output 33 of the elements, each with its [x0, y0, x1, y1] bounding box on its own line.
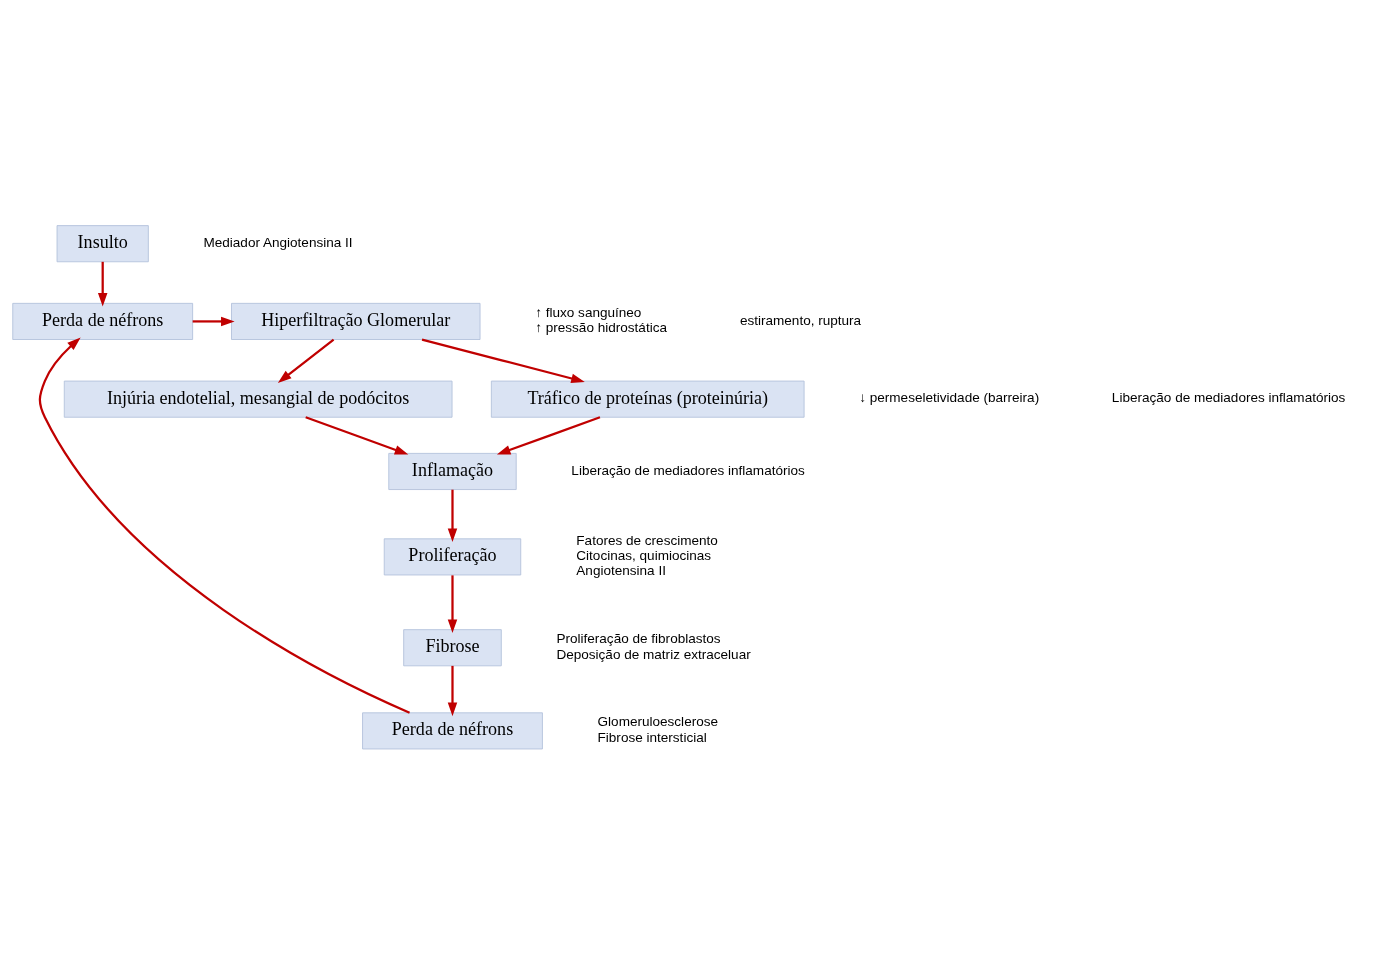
label: ↑ fluxo sanguíneo: [535, 304, 642, 320]
node-box: Proliferação: [383, 538, 522, 576]
label: Citocinas, quimiocinas: [576, 548, 712, 564]
label: Glomeruloesclerose: [597, 714, 719, 730]
label: Liberação de mediadores inflamatórios: [1111, 390, 1346, 406]
arrow: [277, 338, 335, 383]
label: estiramento, ruptura: [739, 312, 862, 328]
node-box: Perda de néfrons: [362, 712, 543, 750]
node-box: Perda de néfrons: [12, 302, 194, 340]
node-box: Fibrose: [403, 629, 502, 667]
node-box: Insulto: [56, 225, 149, 263]
arrow: [447, 575, 458, 633]
arrow: [447, 489, 458, 543]
label: Angiotensina II: [576, 563, 666, 579]
label: Proliferação de fibroblastos: [556, 631, 721, 647]
arrow: [192, 316, 235, 327]
label: Fibrose intersticial: [597, 729, 707, 745]
node-box: Injúria endotelial, mesangial de podócitos: [63, 380, 453, 418]
arrow: [305, 416, 409, 455]
label: ↓ permeseletividade (barreira): [859, 390, 1040, 406]
arrow: [447, 665, 458, 717]
label: Deposição de matriz extraceluar: [556, 646, 751, 662]
arrow: [496, 416, 601, 455]
arrow: [38, 337, 411, 714]
node-box: Inflamação: [388, 452, 517, 490]
node-box: Hiperfiltração Glomerular: [231, 302, 481, 340]
node-box: Tráfico de proteínas (proteinúria): [490, 380, 805, 418]
arrow: [97, 261, 108, 307]
label: Liberação de mediadores inflamatórios: [571, 462, 805, 478]
arrow: [421, 338, 585, 384]
label: Fatores de crescimento: [576, 532, 718, 548]
label: Mediador Angiotensina II: [203, 234, 353, 250]
label: ↑ pressão hidrostática: [535, 320, 667, 336]
